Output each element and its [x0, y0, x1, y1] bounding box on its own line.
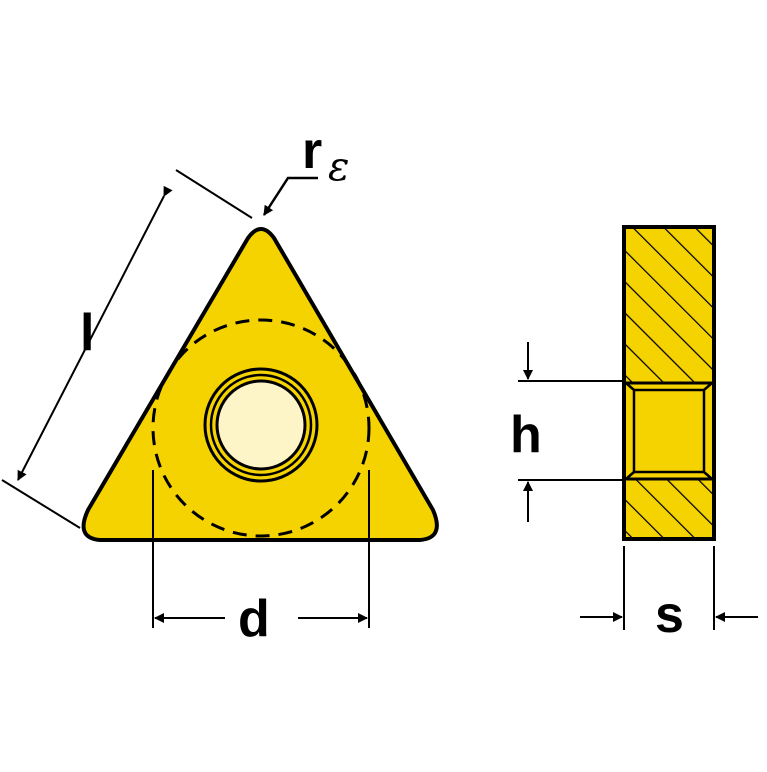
inscribed-circle-dashed [151, 318, 371, 538]
inscribed-circle-dimension: d [152, 470, 370, 648]
corner-radius-callout: r ε [262, 122, 349, 216]
section-hole-area [626, 383, 712, 479]
hole-center [215, 379, 307, 471]
side-section-view [622, 225, 716, 541]
corner-radius-label: r [302, 122, 322, 180]
hole-height-label: h [510, 406, 542, 464]
inscribed-circle-label: d [238, 590, 270, 648]
hole-ring [209, 373, 313, 477]
corner-radius-subscript: ε [328, 144, 349, 190]
hole-height-dimension: h [510, 342, 622, 522]
edge-length-label: l [80, 304, 94, 362]
edge-length-dimension: l [1, 169, 253, 529]
thickness-label: s [655, 586, 684, 644]
thickness-dimension: s [580, 546, 758, 644]
triangle-insert [81, 227, 439, 542]
